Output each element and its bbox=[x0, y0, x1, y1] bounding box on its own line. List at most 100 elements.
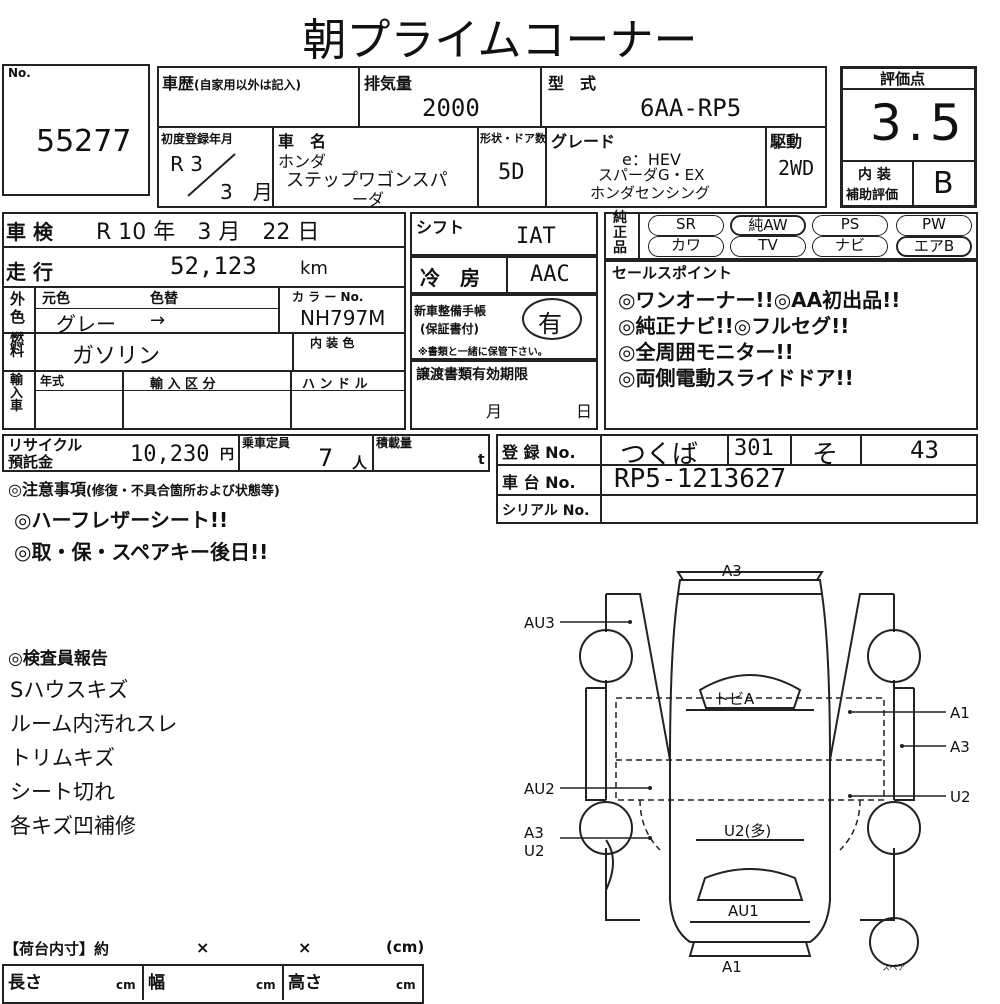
capacity-unit: 人 bbox=[352, 454, 368, 472]
grade-line1: e：HEV bbox=[622, 150, 681, 169]
diagram-label-left-low1: A3 bbox=[524, 824, 544, 842]
body-value: 5D bbox=[498, 160, 525, 185]
chassis-value: RP5-1213627 bbox=[614, 464, 787, 494]
diagram-label-roof: トビA bbox=[714, 690, 755, 708]
registration-number: 43 bbox=[910, 436, 939, 464]
car-condition-diagram: A3 A1 トビA U2(多) AU1 AU3 AU2 A3 U2 A1 A3 … bbox=[524, 562, 971, 976]
cargo-width-label: 幅 bbox=[148, 973, 165, 993]
diagram-label-top: A3 bbox=[722, 562, 742, 580]
transfer-box bbox=[410, 360, 598, 430]
diagram-label-right-2: A3 bbox=[950, 738, 970, 756]
color-code-label: カ ラ ー No. bbox=[292, 290, 364, 304]
grade-label: グレード bbox=[551, 132, 616, 151]
maintenance-label-1: 新車整備手帳 bbox=[414, 304, 487, 318]
load-unit: t bbox=[478, 452, 485, 468]
cargo-table bbox=[2, 964, 424, 1004]
equipment-item: 純AW bbox=[730, 215, 806, 236]
displacement-value: 2000 bbox=[422, 94, 480, 122]
recycle-label-2: 預託金 bbox=[8, 453, 54, 471]
aircon-value: AAC bbox=[530, 262, 570, 287]
interior-label-2: 補助評価 bbox=[846, 188, 899, 203]
report-line: ルーム内汚れスレ bbox=[10, 712, 178, 736]
color-change-value: → bbox=[150, 310, 166, 331]
first-reg-slash bbox=[187, 153, 236, 197]
history-label: 車歴(自家用以外は記入) bbox=[162, 74, 301, 93]
lot-number-box bbox=[2, 64, 150, 196]
first-reg-label: 初度登録年月 bbox=[161, 132, 234, 146]
load-label: 積載量 bbox=[376, 436, 413, 450]
car-maker: ホンダ bbox=[278, 152, 327, 171]
cargo-length-unit: cm bbox=[116, 978, 136, 992]
report-line: シート切れ bbox=[10, 780, 115, 804]
note-line: ◎ハーフレザーシート!! bbox=[14, 508, 229, 532]
equipment-item: ナビ bbox=[812, 236, 888, 257]
equipment-box bbox=[604, 212, 978, 260]
equipment-item: TV bbox=[730, 236, 806, 257]
sales-points-box bbox=[604, 260, 978, 430]
interior-color-label: 内 装 色 bbox=[310, 336, 355, 350]
color-side-label: 外色 bbox=[10, 290, 26, 326]
transfer-label: 譲渡書類有効期限 bbox=[416, 367, 528, 383]
note-line: ◎取・保・スペアキー後日!! bbox=[14, 540, 269, 564]
notes-label: ◎注意事項(修復・不具合箇所および状態等) bbox=[8, 480, 280, 499]
body-label: 形状・ドア数 bbox=[480, 132, 546, 145]
vehicle-header-table bbox=[157, 66, 827, 208]
model-value: 6AA-RP5 bbox=[640, 94, 742, 122]
cargo-length-label: 長さ bbox=[8, 973, 42, 993]
registration-table bbox=[496, 434, 978, 524]
equipment-item: カワ bbox=[648, 236, 724, 257]
car-name-label: 車 名 bbox=[278, 132, 327, 151]
sales-point-line: ◎純正ナビ!!◎フルセグ!! bbox=[618, 314, 850, 338]
registration-area: つくば bbox=[620, 440, 699, 470]
report-line: トリムキズ bbox=[10, 746, 115, 770]
diagram-label-right-1: A1 bbox=[950, 704, 970, 722]
registration-class: 301 bbox=[734, 436, 774, 461]
cargo-unit: (cm) bbox=[386, 938, 425, 956]
grade-line2: スパーダG・EX bbox=[598, 166, 705, 184]
import-class-label: 輸 入 区 分 bbox=[150, 377, 216, 392]
diagram-label-bottom: A1 bbox=[722, 958, 742, 976]
shift-label: シフト bbox=[416, 218, 465, 237]
capacity-label: 乗車定員 bbox=[242, 436, 291, 450]
transfer-day-unit: 日 bbox=[576, 402, 593, 421]
diagram-label-left-low2: U2 bbox=[524, 842, 545, 860]
shift-value: IAT bbox=[516, 224, 556, 249]
import-side-label: 輸入車 bbox=[10, 373, 24, 414]
evaluation-box bbox=[840, 66, 977, 208]
interior-grade: B bbox=[933, 166, 954, 201]
sales-point-line: ◎全周囲モニター!! bbox=[618, 340, 794, 364]
evaluation-label: 評価点 bbox=[880, 70, 926, 88]
capacity-value: 7 bbox=[318, 444, 334, 472]
registration-kana: そ bbox=[812, 440, 839, 470]
model-label: 型 式 bbox=[548, 74, 597, 93]
registration-label: 登 録 No. bbox=[502, 443, 576, 462]
sales-points-label: セールスポイント bbox=[612, 264, 733, 282]
grade-line3: ホンダセンシング bbox=[590, 184, 711, 202]
sales-point-line: ◎ワンオーナー!!◎AA初出品!! bbox=[618, 288, 901, 312]
cargo-width-unit: cm bbox=[256, 978, 276, 992]
drive-label: 駆動 bbox=[770, 132, 803, 151]
color-change-label: 色替 bbox=[150, 291, 178, 307]
aircon-box bbox=[410, 256, 598, 294]
displacement-label: 排気量 bbox=[364, 74, 413, 93]
evaluation-score: 3.5 bbox=[870, 94, 968, 152]
inspection-date: R 10 年 3 月 22 日 bbox=[96, 220, 320, 245]
fuel-value: ガソリン bbox=[72, 344, 161, 369]
maintenance-label-2: (保証書付) bbox=[420, 322, 479, 336]
equipment-item: SR bbox=[648, 215, 724, 236]
report-line: Sハウスキズ bbox=[10, 678, 129, 702]
diagram-label-right-3: U2 bbox=[950, 788, 971, 806]
transfer-month-unit: 月 bbox=[486, 402, 503, 421]
mileage-value: 52,123 bbox=[170, 252, 257, 280]
report-line: 各キズ凹補修 bbox=[10, 814, 136, 838]
recycle-label-1: リサイクル bbox=[8, 436, 83, 454]
inspection-label: 車 検 bbox=[6, 220, 53, 244]
color-code-value: NH797M bbox=[300, 306, 386, 330]
cargo-height-label: 高さ bbox=[288, 973, 322, 993]
drive-value: 2WD bbox=[778, 156, 815, 180]
lot-number-label: No. bbox=[8, 66, 31, 80]
equipment-item: エアB bbox=[896, 236, 972, 257]
diagram-label-left-top: AU3 bbox=[524, 614, 555, 632]
diagram-label-left-mid: AU2 bbox=[524, 780, 555, 798]
car-name-line1: ステップワゴンスパ bbox=[286, 170, 448, 191]
